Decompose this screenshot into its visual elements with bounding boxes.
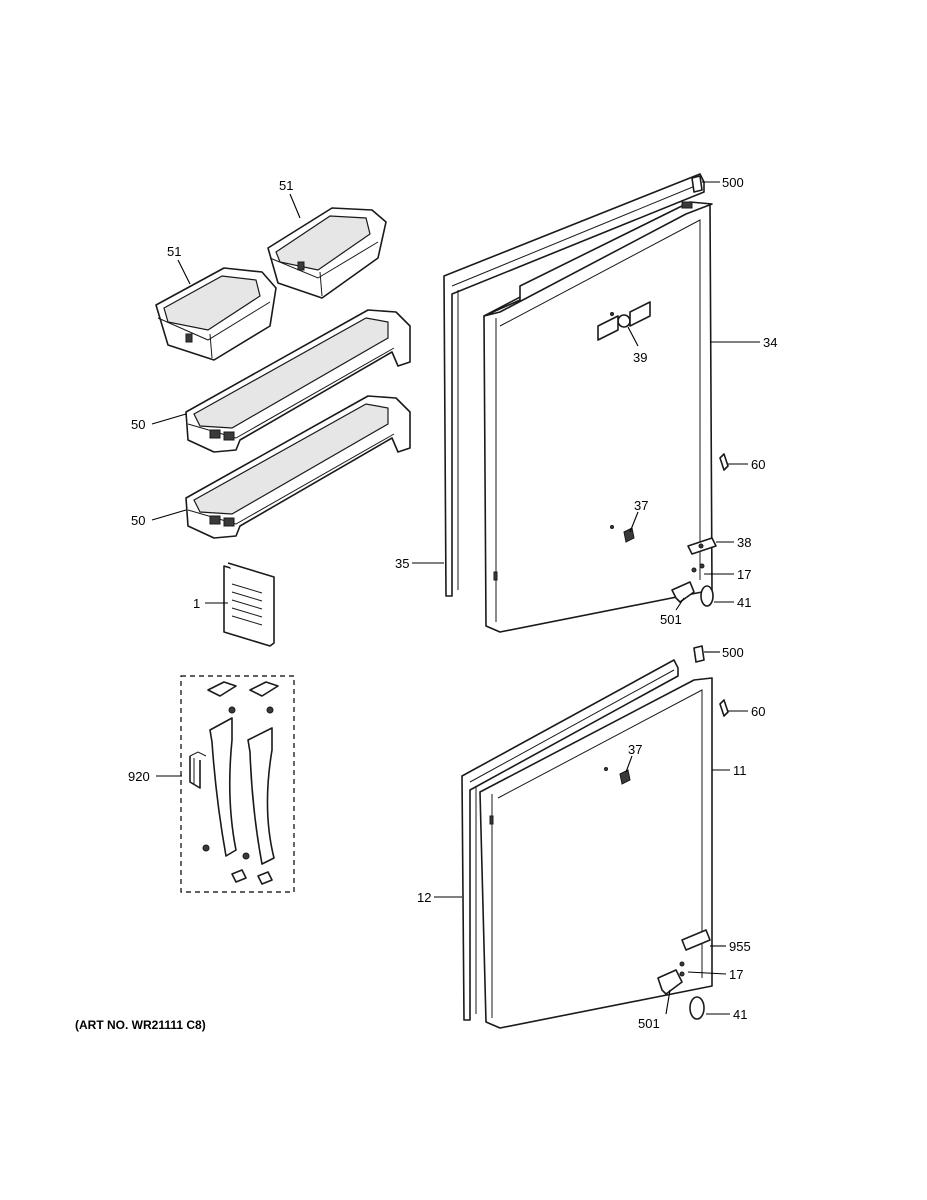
- callout-50-lower: 50: [131, 513, 145, 528]
- art-number: (ART NO. WR21111 C8): [75, 1018, 206, 1032]
- lower-door: [479, 677, 713, 1029]
- upper-door-gasket: [443, 173, 705, 597]
- lower-hinge-parts: [657, 645, 729, 1020]
- owners-manual: [223, 562, 275, 647]
- callout-labels: 51 51 50 50 1 920 500 34 39 60 37 38 17 …: [128, 175, 777, 1031]
- lower-door-gasket: [461, 659, 679, 1021]
- callout-37-upper: 37: [634, 498, 648, 513]
- callout-60-lower: 60: [751, 704, 765, 719]
- callout-38: 38: [737, 535, 751, 550]
- handle-kit: [180, 675, 295, 893]
- callout-41-lower: 41: [733, 1007, 747, 1022]
- upper-hinge-parts: [671, 175, 729, 607]
- callout-12: 12: [417, 890, 431, 905]
- callout-501-lower: 501: [638, 1016, 660, 1031]
- callout-37-lower: 37: [628, 742, 642, 757]
- callout-51-rear: 51: [279, 178, 293, 193]
- callout-17-upper: 17: [737, 567, 751, 582]
- callout-500-upper: 500: [722, 175, 744, 190]
- callout-60-upper: 60: [751, 457, 765, 472]
- door-bin-small-rear: [267, 207, 387, 299]
- callout-50-upper: 50: [131, 417, 145, 432]
- callout-1: 1: [193, 596, 200, 611]
- callout-11: 11: [733, 763, 747, 778]
- callout-35: 35: [395, 556, 409, 571]
- callout-501-upper: 501: [660, 612, 682, 627]
- callout-17-lower: 17: [729, 967, 743, 982]
- door-bin-small-front: [155, 267, 277, 361]
- callout-51-front: 51: [167, 244, 181, 259]
- callout-500-lower: 500: [722, 645, 744, 660]
- callout-920: 920: [128, 769, 150, 784]
- leader-lines: [151, 181, 760, 1015]
- door-shelf-lower: [185, 395, 411, 539]
- callout-955: 955: [729, 939, 751, 954]
- door-shelf-upper: [185, 309, 411, 453]
- upper-door: [483, 201, 713, 633]
- callout-39: 39: [633, 350, 647, 365]
- callout-41-upper: 41: [737, 595, 751, 610]
- callout-34: 34: [763, 335, 777, 350]
